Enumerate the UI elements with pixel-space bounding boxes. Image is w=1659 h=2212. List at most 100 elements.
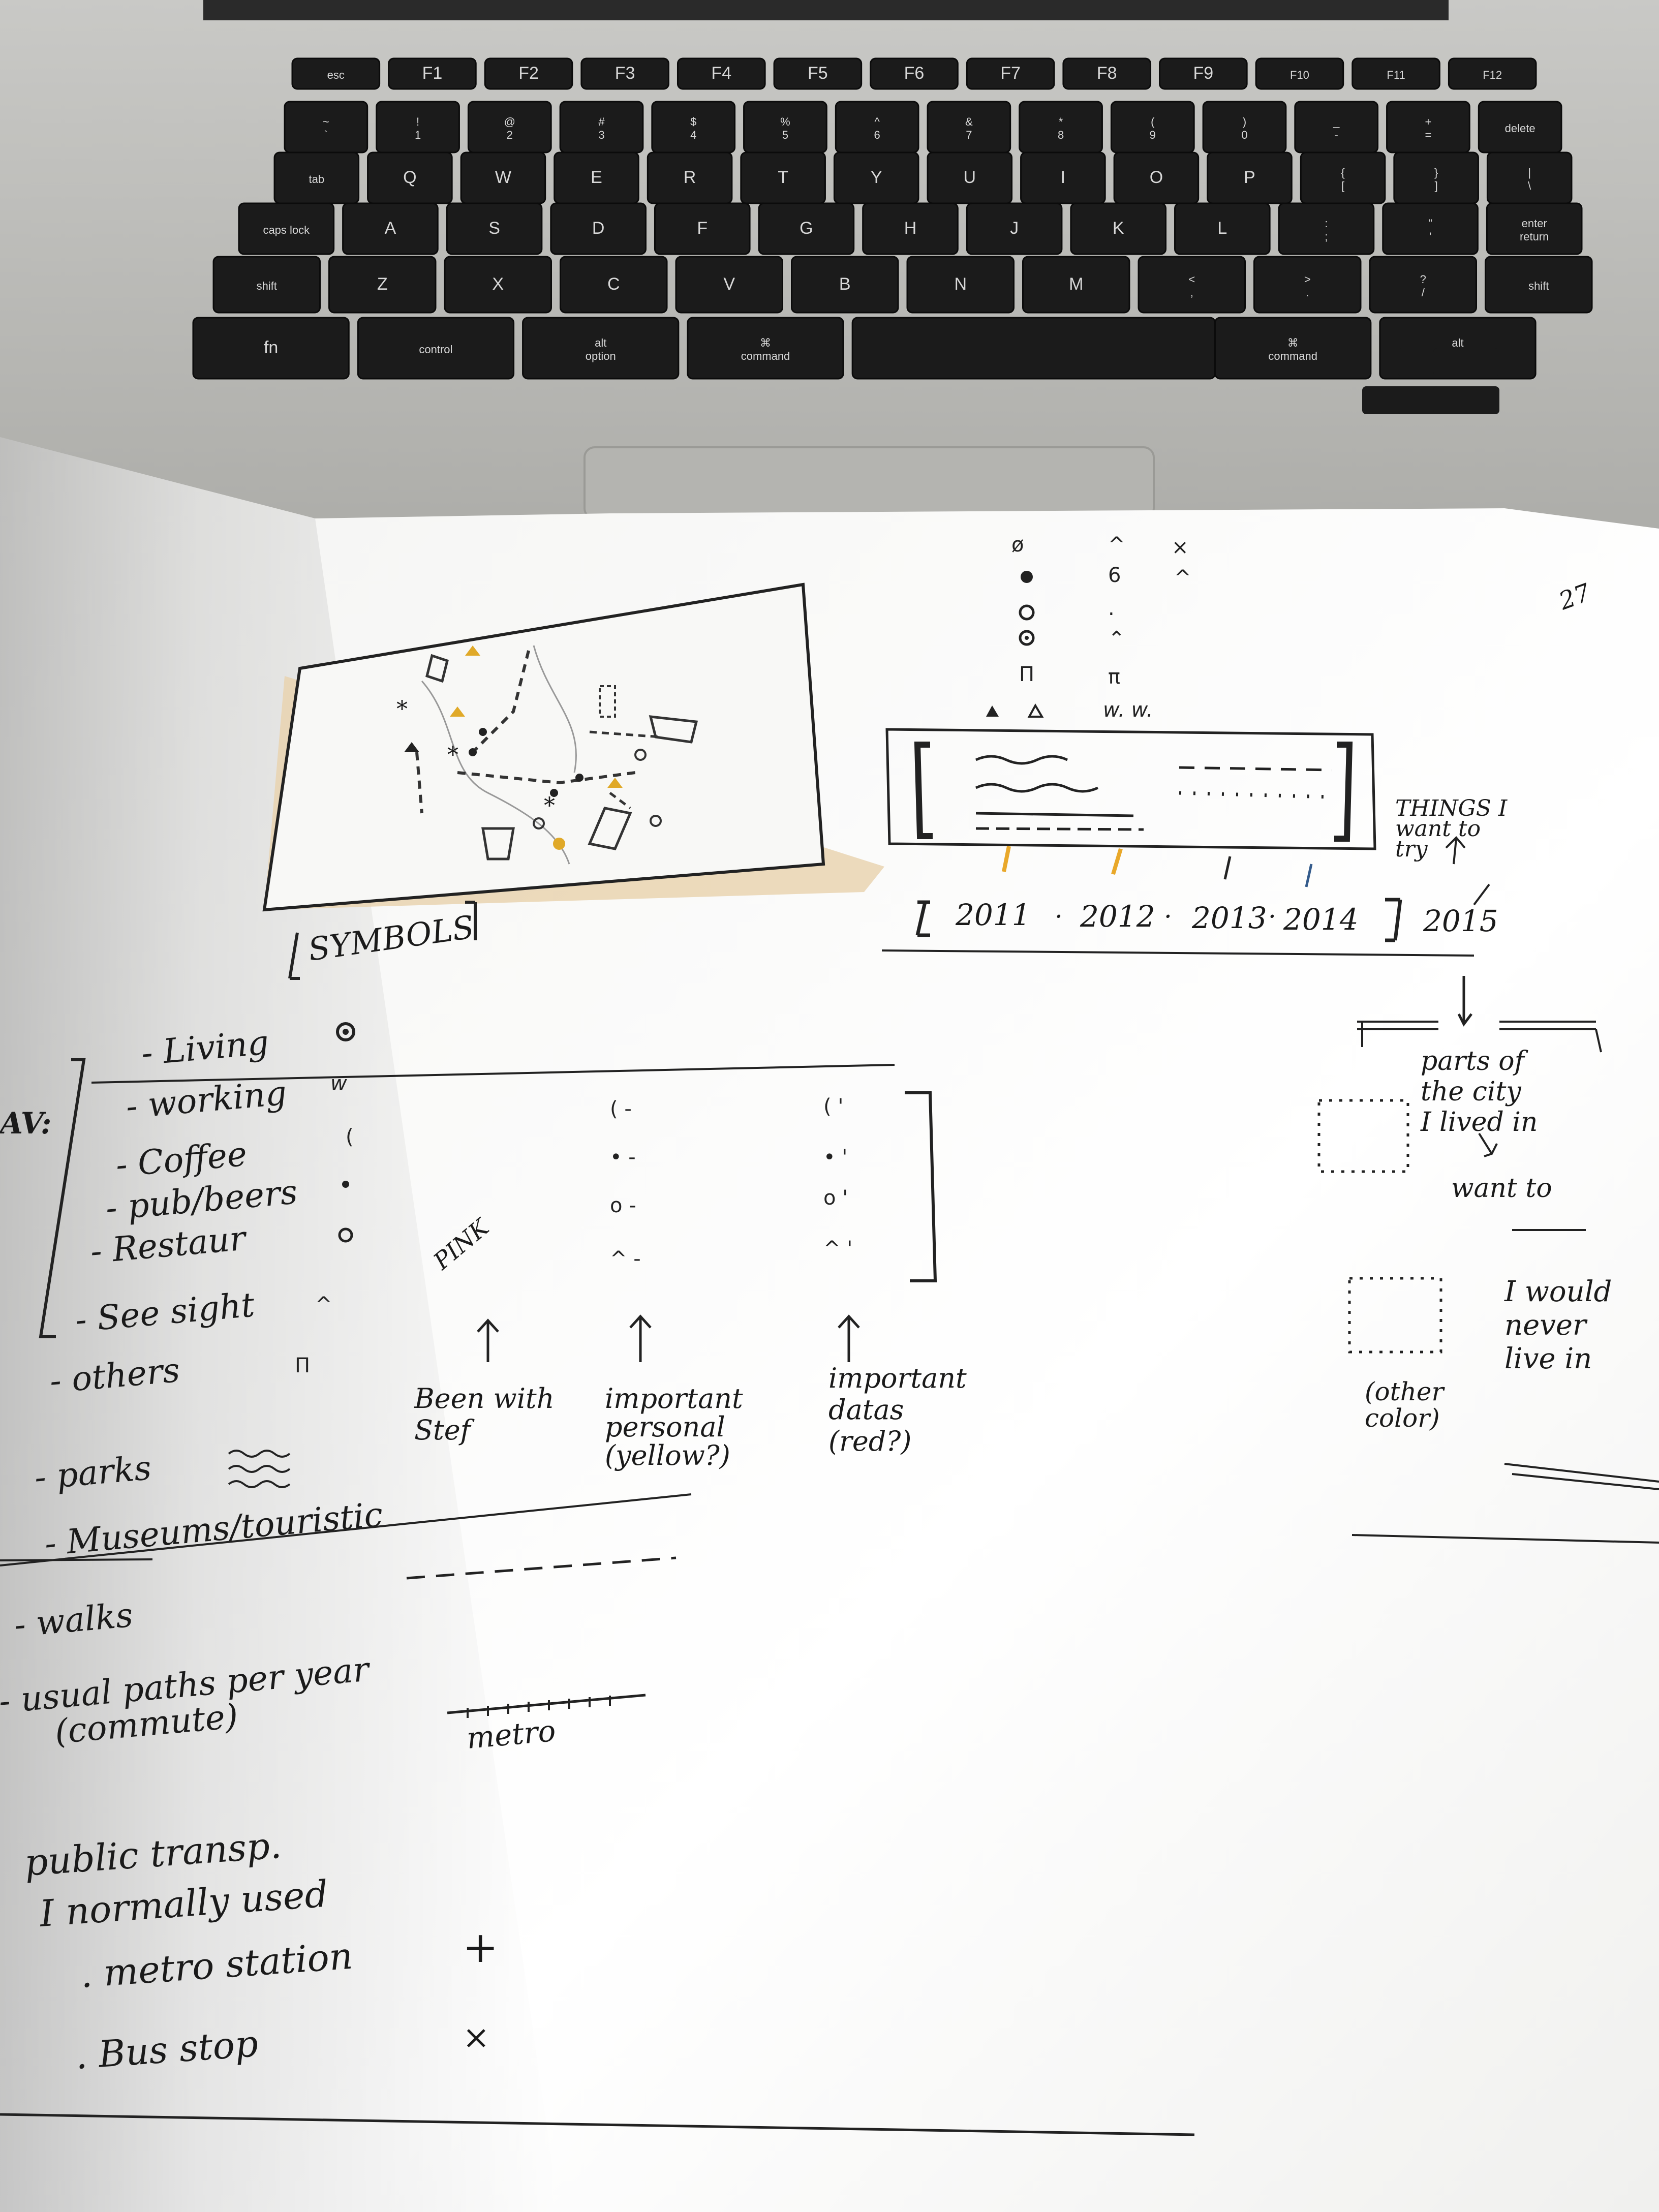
key[interactable]: C bbox=[560, 256, 668, 314]
key-label: I bbox=[1061, 168, 1065, 187]
key[interactable]: W bbox=[460, 151, 546, 204]
key[interactable]: H bbox=[862, 202, 959, 255]
key[interactable]: L bbox=[1174, 202, 1271, 255]
key[interactable]: F4 bbox=[677, 57, 766, 90]
key[interactable]: N bbox=[906, 256, 1015, 314]
key[interactable]: shift bbox=[212, 256, 321, 314]
trackpad[interactable] bbox=[583, 446, 1155, 519]
key[interactable]: &7 bbox=[927, 101, 1011, 153]
svg-text:·: · bbox=[1268, 902, 1276, 931]
key[interactable]: A bbox=[342, 202, 439, 255]
key[interactable]: M bbox=[1022, 256, 1130, 314]
key[interactable]: "' bbox=[1382, 202, 1479, 255]
key[interactable]: }] bbox=[1393, 151, 1479, 204]
key[interactable]: F9 bbox=[1159, 57, 1248, 90]
key[interactable]: shift bbox=[1485, 256, 1593, 314]
key[interactable]: :; bbox=[1278, 202, 1375, 255]
metro-label: metro bbox=[465, 1713, 557, 1756]
key[interactable]: F3 bbox=[580, 57, 669, 90]
key[interactable] bbox=[851, 317, 1216, 380]
key[interactable]: tab bbox=[273, 151, 360, 204]
key[interactable]: |\ bbox=[1486, 151, 1573, 204]
svg-text:Π: Π bbox=[295, 1354, 310, 1377]
key-label: V bbox=[723, 274, 735, 294]
key-label: ( bbox=[1151, 115, 1155, 128]
key[interactable]: (9 bbox=[1110, 101, 1195, 153]
key[interactable]: J bbox=[966, 202, 1063, 255]
svg-text:6: 6 bbox=[1108, 564, 1121, 587]
key[interactable]: F12 bbox=[1448, 57, 1537, 90]
key[interactable]: fn bbox=[192, 317, 350, 380]
key[interactable]: F6 bbox=[870, 57, 959, 90]
key[interactable]: T bbox=[740, 151, 826, 204]
key-label: \ bbox=[1528, 179, 1531, 192]
year-label: 2011 bbox=[955, 898, 1031, 932]
key[interactable]: U bbox=[927, 151, 1013, 204]
key[interactable]: E bbox=[554, 151, 639, 204]
key[interactable]: F7 bbox=[966, 57, 1055, 90]
key[interactable]: %5 bbox=[743, 101, 827, 153]
key[interactable]: !1 bbox=[376, 101, 460, 153]
key[interactable]: P bbox=[1207, 151, 1293, 204]
key[interactable]: *8 bbox=[1019, 101, 1103, 153]
svg-text:Π: Π bbox=[1019, 663, 1034, 686]
key[interactable]: _- bbox=[1294, 101, 1379, 153]
key[interactable]: ⌘command bbox=[687, 317, 844, 380]
key[interactable]: B bbox=[791, 256, 899, 314]
key[interactable]: )0 bbox=[1202, 101, 1287, 153]
svg-text:^: ^ bbox=[315, 1293, 332, 1316]
key[interactable]: F8 bbox=[1062, 57, 1152, 90]
key[interactable]: X bbox=[444, 256, 552, 314]
key[interactable]: Z bbox=[328, 256, 437, 314]
key[interactable]: ?/ bbox=[1369, 256, 1477, 314]
key[interactable]: O bbox=[1113, 151, 1200, 204]
key[interactable]: Y bbox=[833, 151, 919, 204]
key[interactable]: #3 bbox=[559, 101, 644, 153]
key[interactable]: esc bbox=[291, 57, 381, 90]
key[interactable]: caps lock bbox=[238, 202, 335, 255]
key[interactable]: F5 bbox=[773, 57, 863, 90]
key[interactable]: delete bbox=[1478, 101, 1562, 153]
key-label: shift bbox=[257, 280, 277, 292]
key[interactable]: $4 bbox=[651, 101, 736, 153]
key[interactable]: F1 bbox=[388, 57, 477, 90]
key[interactable]: Q bbox=[367, 151, 453, 204]
key[interactable]: F bbox=[654, 202, 751, 255]
key[interactable]: S bbox=[446, 202, 543, 255]
key[interactable]: @2 bbox=[467, 101, 552, 153]
key[interactable]: G bbox=[758, 202, 855, 255]
key[interactable]: += bbox=[1386, 101, 1470, 153]
key[interactable]: <, bbox=[1138, 256, 1246, 314]
key[interactable]: control bbox=[357, 317, 515, 380]
key-label: X bbox=[492, 274, 504, 294]
key[interactable]: >. bbox=[1253, 256, 1362, 314]
arrow-key[interactable] bbox=[1433, 386, 1499, 414]
key-label: [ bbox=[1341, 179, 1344, 192]
key[interactable]: ^6 bbox=[835, 101, 919, 153]
key[interactable]: ⌘command bbox=[1214, 317, 1372, 380]
key[interactable]: {[ bbox=[1300, 151, 1386, 204]
key[interactable]: ~` bbox=[284, 101, 368, 153]
key[interactable]: F2 bbox=[484, 57, 573, 90]
key[interactable]: R bbox=[647, 151, 733, 204]
key-label: } bbox=[1434, 166, 1438, 179]
arrow-key[interactable] bbox=[1433, 348, 1499, 376]
key-label: G bbox=[800, 219, 813, 238]
key-label: . bbox=[1306, 286, 1309, 299]
key[interactable]: F11 bbox=[1351, 57, 1440, 90]
svg-text:⌃: ⌃ bbox=[1108, 627, 1125, 651]
key[interactable]: I bbox=[1020, 151, 1106, 204]
key-label: D bbox=[592, 219, 605, 238]
key[interactable]: V bbox=[675, 256, 783, 314]
key[interactable]: F10 bbox=[1255, 57, 1344, 90]
key[interactable]: D bbox=[550, 202, 647, 255]
key[interactable]: K bbox=[1070, 202, 1167, 255]
key-label: P bbox=[1244, 168, 1255, 187]
key-label: @ bbox=[504, 115, 515, 128]
legend-symbols: w ( ^ Π ( -• -o -^ - ( '• 'o '^ ' bbox=[295, 1022, 852, 1377]
svg-text:*: * bbox=[544, 793, 555, 819]
